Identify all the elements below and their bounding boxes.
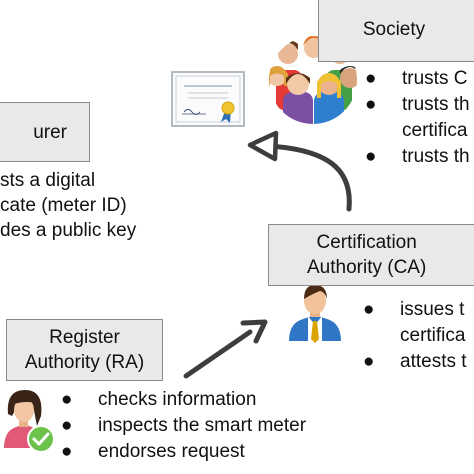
- ca-label-line2: Authority (CA): [307, 257, 427, 278]
- ra-to-ca-arrow: [183, 329, 253, 379]
- manufacturer-item-2: cate (meter ID): [0, 195, 127, 216]
- list-item: ●trusts th: [365, 144, 470, 170]
- list-item: certifica: [400, 325, 466, 346]
- list-item: ●issues t: [363, 297, 467, 323]
- ra-list: ●checks information ●inspects the smart …: [61, 387, 306, 465]
- manufacturer-item-3: des a public key: [0, 220, 137, 241]
- bullet-icon: ●: [365, 94, 377, 115]
- ra-to-ca-arrowhead: [240, 319, 268, 344]
- society-box: Society: [318, 0, 474, 62]
- manufacturer-label: urer: [33, 121, 67, 143]
- list-item: ●trusts C: [365, 66, 470, 92]
- list-item: ●trusts th: [365, 92, 470, 118]
- list-item: ●checks information: [61, 387, 306, 413]
- bullet-icon: ●: [365, 68, 377, 89]
- list-item: ●inspects the smart meter: [61, 413, 306, 439]
- ra-label-line1: Register: [49, 327, 120, 348]
- ca-to-certificate-arrow: [265, 143, 352, 212]
- ca-to-certificate-arrowhead: [247, 130, 279, 162]
- bullet-icon: ●: [363, 351, 375, 372]
- society-label: Society: [362, 18, 426, 40]
- bullet-icon: ●: [365, 146, 377, 167]
- society-list: ●trusts C ●trusts th certifica ●trusts t…: [365, 66, 470, 170]
- bullet-icon: ●: [61, 441, 73, 462]
- ca-list: ●issues t certifica ●attests t: [363, 297, 467, 375]
- list-item: ●endorses request: [61, 439, 306, 465]
- list-item: certifica: [402, 120, 468, 141]
- list-item: ●attests t: [363, 349, 467, 375]
- bullet-icon: ●: [61, 415, 73, 436]
- ra-box: Register Authority (RA): [6, 319, 163, 381]
- manufacturer-item-1: sts a digital: [0, 170, 96, 191]
- bullet-icon: ●: [363, 299, 375, 320]
- manufacturer-box: urer: [0, 102, 90, 162]
- ca-box: Certification Authority (CA): [268, 224, 474, 286]
- bullet-icon: ●: [61, 389, 73, 410]
- ca-label-line1: Certification: [316, 232, 417, 253]
- ra-label-line2: Authority (RA): [24, 352, 145, 373]
